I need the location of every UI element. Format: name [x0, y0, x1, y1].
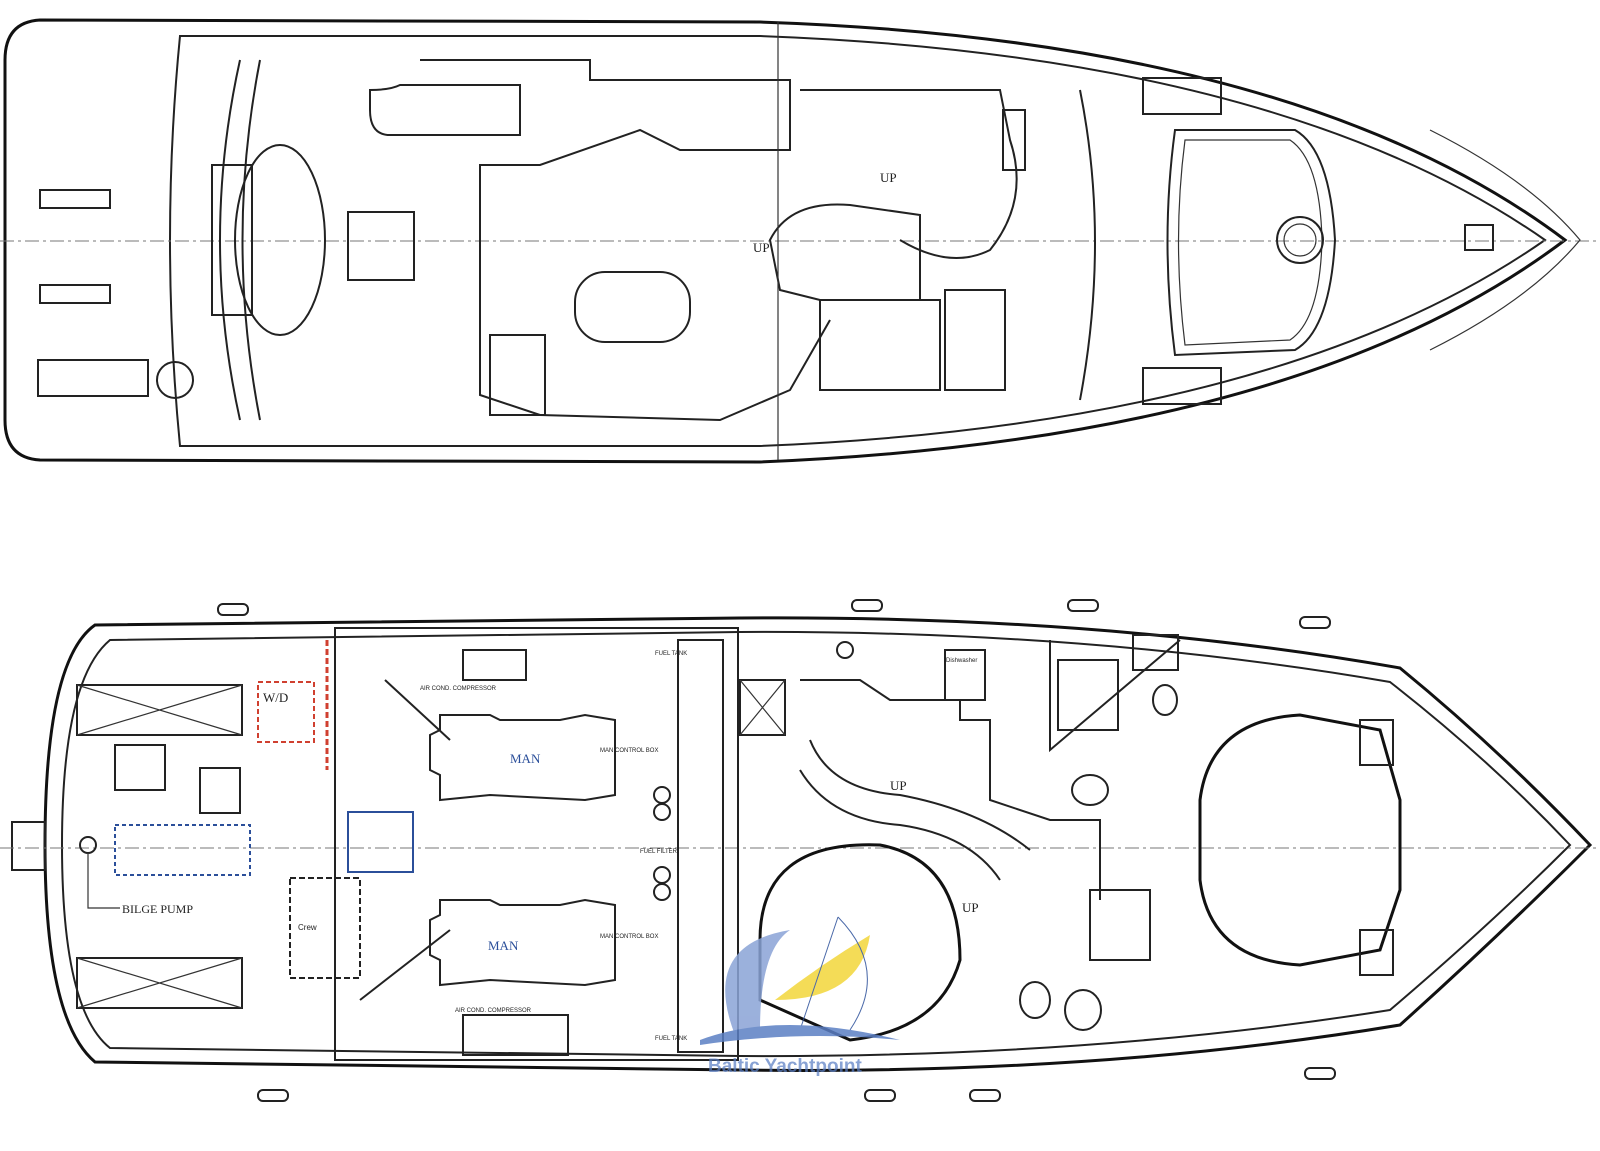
helm-console [819, 299, 941, 391]
cleat-2 [39, 284, 111, 304]
control-box-top-label: MAN CONTROL BOX [600, 748, 658, 754]
aft-cabin-bed [758, 843, 962, 1042]
lazarette-box-1 [76, 684, 243, 736]
engine-stbd-label: MAN [488, 938, 519, 953]
windscreen [1079, 89, 1096, 401]
ladder [199, 767, 241, 814]
bow-rail [1429, 129, 1581, 351]
logo-text: Baltic Yachtpoint [708, 1056, 862, 1077]
salon-wall [420, 59, 831, 422]
bilge-pump-label: BILGE PUMP [122, 902, 193, 916]
stairs-blue [347, 811, 414, 873]
forward-berth [1198, 713, 1402, 967]
aft-sunpad [234, 144, 326, 336]
baltic-yachtpoint-logo: Baltic Yachtpoint [700, 916, 900, 1077]
crew-bunk [289, 877, 361, 979]
lower-inner-outline [60, 630, 1572, 1058]
cockpit-seat [219, 59, 261, 421]
fuel-filter-label: FUEL FILTER [640, 849, 678, 855]
air-cond-top [462, 649, 527, 681]
deck-hatch-inner [1283, 223, 1317, 257]
washer-dryer [257, 681, 315, 743]
companionway-stairs [369, 84, 521, 136]
locker-x-1 [739, 679, 786, 736]
logo-yellow-sail [775, 935, 870, 1000]
galley-curve [800, 89, 1018, 259]
sink-3 [836, 641, 854, 659]
locker-x-2 [1132, 634, 1179, 671]
toilet-1 [1071, 774, 1109, 806]
logo-wave [700, 1025, 900, 1045]
fuel-tank-top-label: FUEL TANK [655, 651, 687, 657]
deck-hull-outline [3, 18, 1568, 464]
stove [1002, 109, 1026, 171]
air-cond-bottom [462, 1014, 569, 1056]
aft-locker [37, 359, 149, 397]
air-cond-top-label: AIR COND. COMPRESSOR [420, 686, 497, 692]
lower-up-label-2: UP [962, 900, 979, 915]
logo-sail-outline [799, 916, 868, 1031]
helm-seat [768, 203, 921, 301]
fuel-tank-bottom-label: FUEL TANK [655, 1036, 687, 1042]
exhaust-1 [384, 679, 451, 741]
locker-x-4 [1359, 929, 1394, 976]
deck-up-label-1: UP [880, 170, 897, 185]
battery-bank [114, 824, 251, 876]
winch [156, 361, 194, 399]
green-box [114, 744, 166, 791]
bow-locker-1 [1142, 77, 1222, 115]
sink-1 [1152, 684, 1178, 716]
bow-locker-2 [1142, 367, 1222, 405]
engine-stbd [429, 898, 616, 987]
lower-up-label-1: UP [890, 778, 907, 793]
helm-seat-2 [944, 289, 1006, 391]
locker-x-3 [1359, 719, 1394, 766]
deck-hatch [1276, 216, 1324, 264]
stairs-curve [799, 739, 1031, 881]
lazarette-box-2 [76, 957, 243, 1009]
sink-2 [1064, 989, 1102, 1031]
exhaust-2 [359, 929, 451, 1001]
engine-port [429, 713, 616, 802]
lower-hull-outline [43, 616, 1593, 1072]
head-grid-1 [1057, 659, 1119, 731]
air-cond-bottom-label: AIR COND. COMPRESSOR [455, 1008, 532, 1014]
dishwasher-label: Dishwasher [946, 658, 977, 664]
foredeck-sunpad [1166, 129, 1337, 357]
windlass [1464, 224, 1494, 251]
engine-port-label: MAN [510, 751, 541, 766]
deck-inner-outline [169, 35, 1547, 447]
control-box-bottom-label: MAN CONTROL BOX [600, 934, 658, 940]
lower-plan: W/D BILGE PUMP Crew MAN MAN AIR COND. CO… [0, 599, 1600, 1102]
deck-up-label-2: UP [753, 240, 770, 255]
dinette-table [574, 271, 691, 343]
cleat-1 [39, 189, 111, 209]
fuel-tank [677, 639, 724, 1053]
dishwasher-box [944, 649, 986, 701]
swim-ladder [211, 164, 253, 316]
crew-label: Crew [298, 923, 317, 932]
foredeck-sunpad-inner [1177, 139, 1323, 346]
aft-hatch [347, 211, 415, 281]
wd-label: W/D [263, 690, 288, 705]
swim-platform [11, 821, 46, 871]
fenders [217, 599, 1336, 1102]
sink-grid [489, 334, 546, 416]
bilge-pump-symbol [79, 836, 97, 854]
toilet-2 [1019, 981, 1051, 1019]
deck-plan: UP UP [0, 18, 1600, 464]
head-grid-2 [1089, 889, 1151, 961]
logo-arc [725, 930, 790, 1035]
fuel-filters [653, 786, 671, 901]
